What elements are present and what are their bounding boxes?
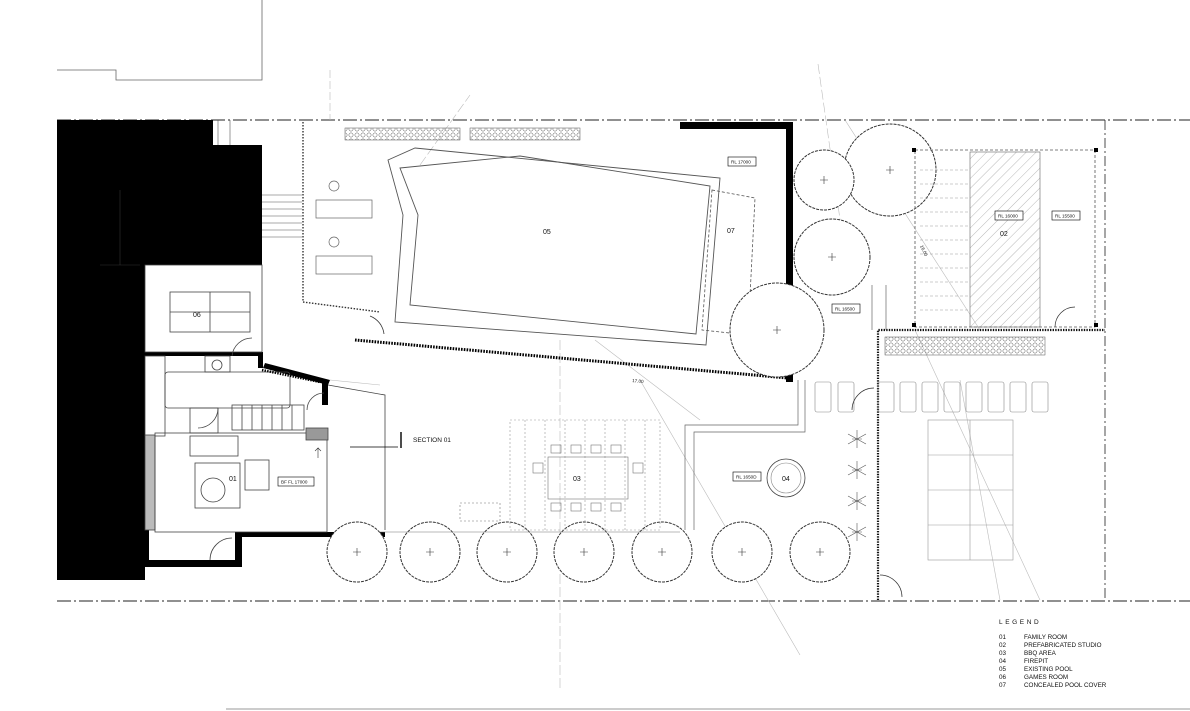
legend-name: FAMILY ROOM bbox=[1024, 634, 1067, 641]
room-number-03: 03 bbox=[573, 476, 581, 483]
legend-code: 07 bbox=[999, 682, 1007, 689]
bbq-pergola bbox=[509, 419, 661, 531]
prefab-studio bbox=[912, 148, 1098, 328]
level-tag-tree: RL 16500 bbox=[835, 307, 855, 312]
steps bbox=[217, 120, 302, 238]
stepping-pavers bbox=[814, 381, 1049, 413]
hedge-1 bbox=[344, 127, 461, 141]
level-tag-pool: RL 17000 bbox=[731, 160, 751, 165]
legend-code: 03 bbox=[999, 650, 1007, 657]
legend-name: FIREPIT bbox=[1024, 658, 1048, 665]
legend-name: PREFABRICATED STUDIO bbox=[1024, 642, 1102, 649]
legend-code: 02 bbox=[999, 642, 1007, 649]
trees bbox=[326, 123, 937, 583]
section-marker: SECTION 01 bbox=[350, 432, 451, 448]
room-number-02: 02 bbox=[1000, 231, 1008, 238]
level-tags: RL 17000 RL 16000 RL 15500 RL 16500 RL 1… bbox=[277, 156, 1081, 487]
existing-pool-outer bbox=[387, 147, 721, 346]
interior-lines bbox=[144, 264, 386, 561]
dimension-label-1: 17.00 bbox=[632, 378, 644, 384]
room-number-05: 05 bbox=[543, 229, 551, 236]
existing-pool-inner bbox=[399, 155, 711, 335]
level-tag-studio: RL 16000 bbox=[998, 214, 1018, 219]
legend: LEGEND 01 FAMILY ROOM 02 PREFABRICATED S… bbox=[999, 619, 1107, 689]
legend-name: BBQ AREA bbox=[1024, 650, 1057, 657]
firepit-outer bbox=[766, 458, 806, 498]
dimension-label-2: 16.00 bbox=[919, 244, 929, 257]
level-tag-studio-2: RL 15500 bbox=[1055, 214, 1075, 219]
legend-name: GAMES ROOM bbox=[1024, 674, 1068, 681]
bbq-table bbox=[459, 444, 644, 522]
feature-plants bbox=[847, 430, 867, 541]
games-area-boundary bbox=[876, 328, 1105, 600]
legend-name: EXISTING POOL bbox=[1024, 666, 1073, 673]
room-number-01: 01 bbox=[229, 476, 237, 483]
level-tag-firepit: RL 1650D bbox=[736, 475, 757, 480]
legend-code: 01 bbox=[999, 634, 1007, 641]
legend-code: 04 bbox=[999, 658, 1007, 665]
tree-centres bbox=[353, 166, 894, 556]
courtyard bbox=[684, 285, 887, 530]
legend-title: LEGEND bbox=[999, 619, 1041, 626]
level-tag-family-room: BF FL 17000 bbox=[281, 480, 308, 485]
lawn-grid bbox=[927, 419, 1014, 561]
neighbour-boundary bbox=[57, 0, 263, 81]
existing-house-mass bbox=[57, 120, 262, 580]
pool-edge-hatch bbox=[354, 338, 789, 380]
sun-loungers bbox=[315, 180, 373, 275]
room-number-07: 07 bbox=[727, 228, 735, 235]
room-number-04: 04 bbox=[782, 476, 790, 483]
room-number-06: 06 bbox=[193, 312, 201, 319]
section-label: SECTION 01 bbox=[413, 437, 451, 444]
legend-code: 06 bbox=[999, 674, 1007, 681]
hedge-3 bbox=[884, 336, 1046, 356]
hedge-2 bbox=[469, 127, 581, 141]
firepit-inner bbox=[770, 462, 802, 494]
legend-name: CONCEALED POOL COVER bbox=[1024, 682, 1107, 689]
legend-code: 05 bbox=[999, 666, 1007, 673]
pool-deck-outline bbox=[302, 122, 381, 313]
